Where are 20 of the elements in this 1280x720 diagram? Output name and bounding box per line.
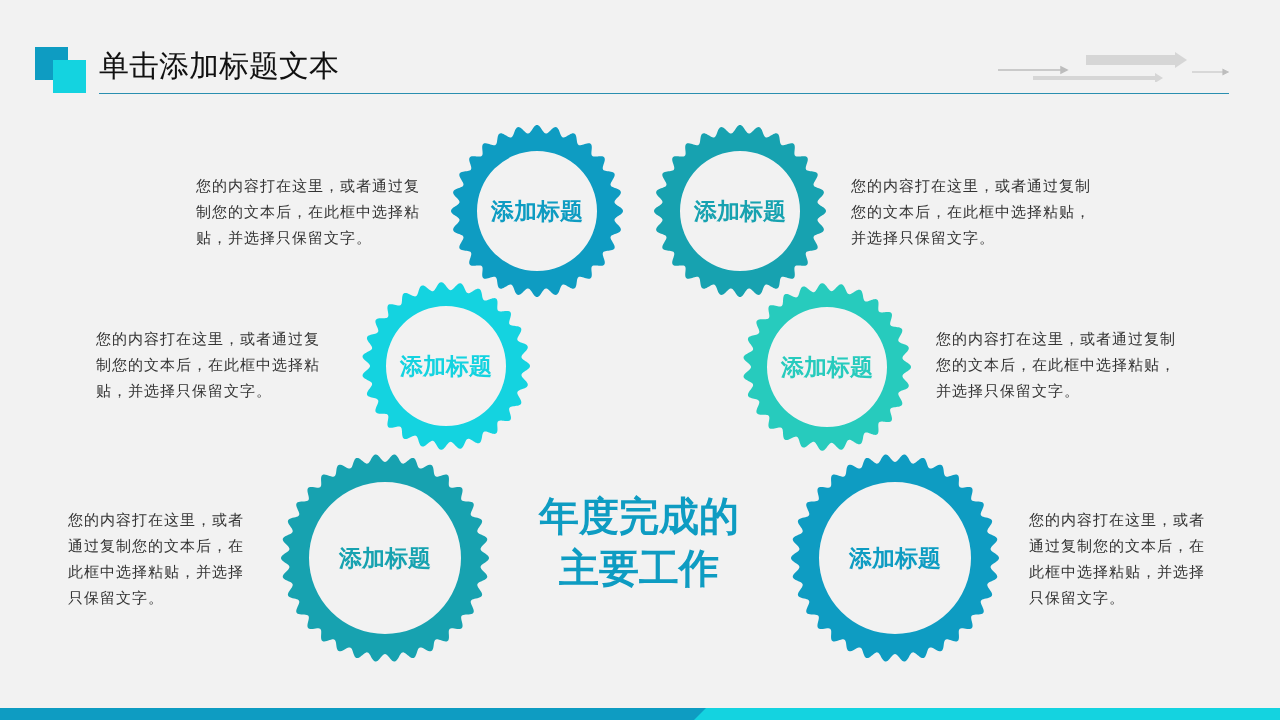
gear-badge xyxy=(281,454,489,662)
gear-badge xyxy=(654,125,826,297)
badge-title: 添加标题 xyxy=(338,543,432,573)
description-text: 您的内容打在这里，或者通过复制您的文本后，在此框中选择粘贴，并选择只保留文字。 xyxy=(196,176,421,249)
gear-badge xyxy=(791,454,999,662)
gear-badge xyxy=(451,125,623,297)
badge-title: 添加标题 xyxy=(693,196,787,226)
description-text: 您的内容打在这里，或者通过复制您的文本后，在此框中选择粘贴，并选择只保留文字。 xyxy=(936,329,1177,402)
description-text: 您的内容打在这里，或者通过复制您的文本后，在此框中选择粘贴，并选择只保留文字。 xyxy=(68,510,245,609)
badge-title: 添加标题 xyxy=(848,543,942,573)
description-text: 您的内容打在这里，或者通过复制您的文本后，在此框中选择粘贴，并选择只保留文字。 xyxy=(851,176,1092,249)
gear-badge xyxy=(743,283,911,451)
badge-title: 添加标题 xyxy=(399,351,493,381)
center-heading: 年度完成的主要工作 xyxy=(537,492,740,593)
badge-title: 添加标题 xyxy=(490,196,584,226)
slide-title: 单击添加标题文本 xyxy=(99,47,339,85)
description-text: 您的内容打在这里，或者通过复制您的文本后，在此框中选择粘贴，并选择只保留文字。 xyxy=(1029,510,1206,609)
gear-badge xyxy=(362,282,530,450)
description-text: 您的内容打在这里，或者通过复制您的文本后，在此框中选择粘贴，并选择只保留文字。 xyxy=(96,329,321,402)
badge-title: 添加标题 xyxy=(780,352,874,382)
